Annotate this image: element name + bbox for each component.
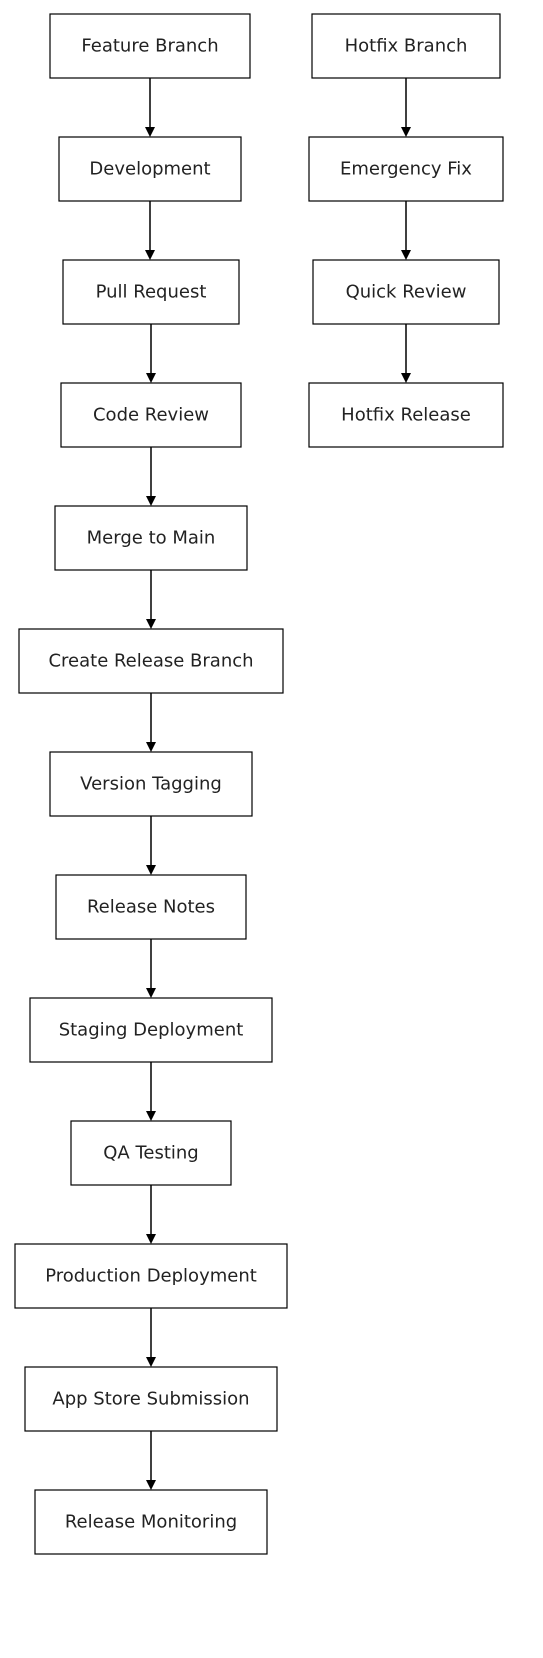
arrowhead [146,1111,156,1121]
node-qa: QA Testing [70,1120,232,1186]
node-box [308,136,504,202]
arrowhead [146,1480,156,1490]
edge-pr-to-cr [146,324,156,383]
node-cr: Code Review [60,382,242,448]
node-qr: Quick Review [312,259,500,325]
arrowhead [146,619,156,629]
arrowhead [401,373,411,383]
arrowhead [145,127,155,137]
node-merge: Merge to Main [54,505,248,571]
node-label: QA Testing [103,1143,198,1164]
arrowhead [146,1234,156,1244]
node-label: Version Tagging [80,774,222,795]
node-box [54,505,248,571]
node-label: Staging Deployment [59,1020,244,1041]
node-label: Pull Request [96,282,207,303]
node-label: Development [89,159,210,180]
node-box [308,382,504,448]
node-rm: Release Monitoring [34,1489,268,1555]
node-vt: Version Tagging [49,751,253,817]
arrowhead [146,865,156,875]
node-box [49,751,253,817]
arrowhead [401,127,411,137]
arrowhead [146,496,156,506]
edge-ef-to-qr [401,201,411,260]
node-box [14,1243,288,1309]
node-rn: Release Notes [55,874,247,940]
node-box [58,136,242,202]
node-box [55,874,247,940]
node-label: Release Notes [87,897,215,918]
edge-sd-to-qa [146,1062,156,1121]
arrowhead [146,1357,156,1367]
node-hb: Hotfix Branch [311,13,501,79]
node-label: Create Release Branch [48,651,253,672]
edge-crb-to-vt [146,693,156,752]
edge-hb-to-ef [401,78,411,137]
node-label: Hotfix Branch [345,36,468,57]
node-box [60,382,242,448]
arrowhead [145,250,155,260]
arrowhead [146,742,156,752]
node-pd: Production Deployment [14,1243,288,1309]
arrowhead [401,250,411,260]
edge-feature-to-dev [145,78,155,137]
node-label: Feature Branch [81,36,218,57]
edge-qa-to-pd [146,1185,156,1244]
edge-merge-to-crb [146,570,156,629]
edge-cr-to-merge [146,447,156,506]
edge-rn-to-sd [146,939,156,998]
edge-vt-to-rn [146,816,156,875]
node-box [24,1366,278,1432]
node-label: Quick Review [346,282,467,303]
arrowhead [146,988,156,998]
edge-ass-to-rm [146,1431,156,1490]
node-dev: Development [58,136,242,202]
node-hr: Hotfix Release [308,382,504,448]
node-box [34,1489,268,1555]
node-sd: Staging Deployment [29,997,273,1063]
node-box [29,997,273,1063]
node-pr: Pull Request [62,259,240,325]
node-box [312,259,500,325]
node-label: Release Monitoring [65,1512,237,1533]
node-box [311,13,501,79]
node-feature: Feature Branch [49,13,251,79]
edges-layer [145,78,411,1490]
node-label: App Store Submission [52,1389,249,1410]
node-box [70,1120,232,1186]
node-label: Merge to Main [87,528,216,549]
node-label: Production Deployment [45,1266,257,1287]
node-ef: Emergency Fix [308,136,504,202]
node-box [18,628,284,694]
node-label: Code Review [93,405,209,426]
edge-pd-to-ass [146,1308,156,1367]
node-label: Emergency Fix [340,159,472,180]
node-box [62,259,240,325]
node-ass: App Store Submission [24,1366,278,1432]
node-label: Hotfix Release [341,405,471,426]
node-crb: Create Release Branch [18,628,284,694]
edge-qr-to-hr [401,324,411,383]
edge-dev-to-pr [145,201,155,260]
arrowhead [146,373,156,383]
node-box [49,13,251,79]
